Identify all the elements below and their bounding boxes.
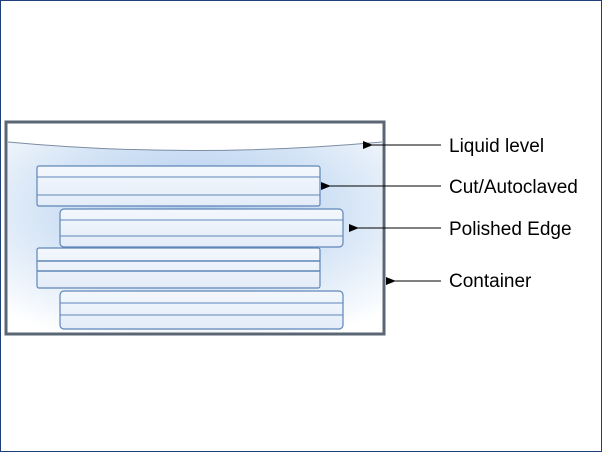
- label-cut-autoclaved: Cut/Autoclaved: [449, 177, 578, 198]
- slab-polished-lower: [59, 290, 344, 330]
- callout-labels: Liquid level Cut/Autoclaved Polished Edg…: [449, 136, 578, 292]
- liquid-level-line: [7, 141, 383, 151]
- slab-polished-edge: [59, 208, 344, 248]
- slab-cut-autoclaved: [36, 165, 321, 207]
- label-liquid-level: Liquid level: [449, 136, 544, 157]
- slab-stack: [36, 165, 344, 330]
- callout-arrows: [321, 141, 441, 285]
- slab-cut-lower: [36, 247, 321, 289]
- label-polished-edge: Polished Edge: [449, 219, 572, 240]
- label-container: Container: [449, 271, 532, 292]
